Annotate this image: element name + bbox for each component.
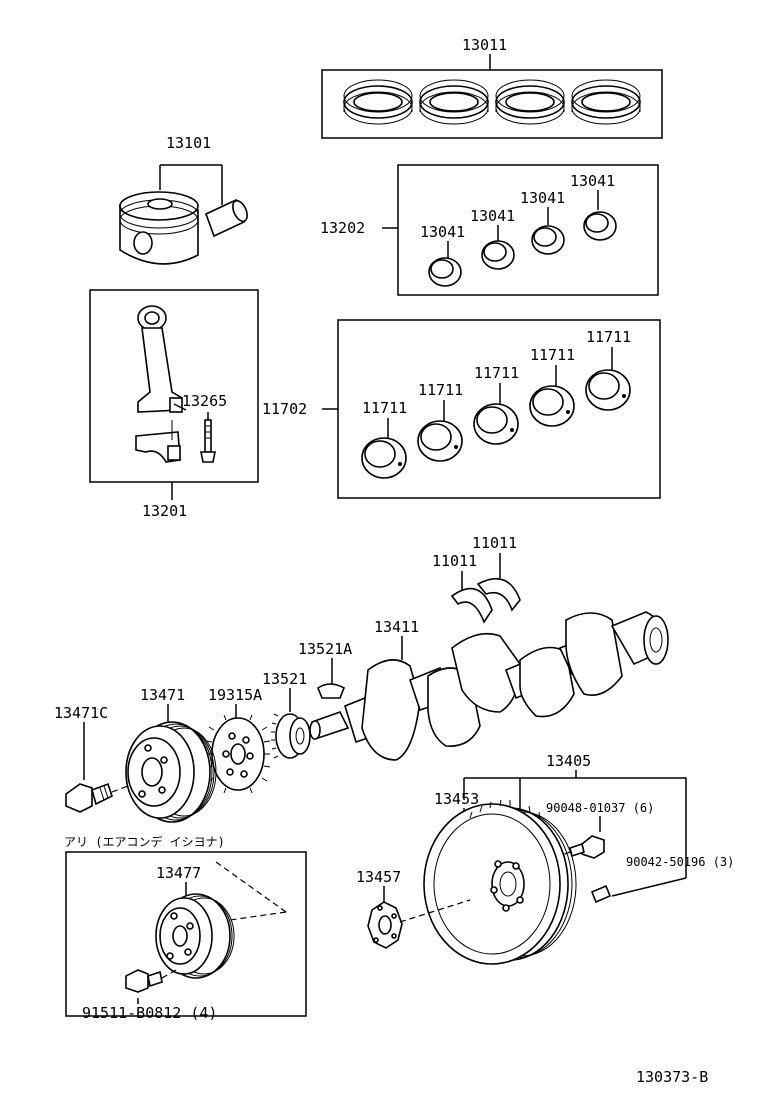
label-11711-b: 11711 [418, 381, 463, 399]
crankshaft-drawing [309, 611, 669, 761]
label-11711-d: 11711 [530, 346, 575, 364]
crank-pulley-drawing [125, 721, 217, 823]
label-13453: 13453 [434, 790, 479, 808]
label-13011: 13011 [462, 36, 507, 54]
ac-pulley-box [65, 851, 307, 1017]
thrust-washer-a [450, 587, 493, 624]
label-13405: 13405 [546, 752, 591, 770]
ac-pulley-group: アリ (エアコンデ イシヨナ) 13477 91511-B0812 (4) [64, 834, 307, 1022]
piston-ring-stacks [343, 79, 641, 125]
piston-rings-group: 13011 [321, 36, 663, 139]
conrod-bolt-drawing [200, 412, 216, 463]
label-13477: 13477 [156, 864, 201, 882]
label-13201: 13201 [142, 502, 187, 520]
diagram-id: 130373-B [636, 1068, 708, 1086]
label-11011-b: 11011 [472, 534, 517, 552]
label-13521: 13521 [262, 670, 307, 688]
thrust-washer-group: 11011 11011 [432, 534, 521, 624]
main-bearing-group: 11702 11711 11711 11711 11711 11711 [262, 319, 661, 499]
flywheel-plate-drawing [367, 901, 403, 949]
label-13521A: 13521A [298, 640, 352, 658]
piston-rings-box [321, 69, 663, 139]
label-13041-b: 13041 [470, 207, 515, 225]
crank-pulley-group: 13471 13471C [54, 686, 217, 823]
flywheel-bolt-drawing [569, 835, 605, 859]
piston-drawing [119, 191, 199, 265]
timing-parts-group: 13521A 13521 19315A [205, 640, 352, 794]
crank-pulley-bolt [65, 782, 113, 813]
ac-note: アリ (エアコンデ イシヨナ) [64, 834, 225, 849]
ac-pulley-drawing [155, 893, 235, 979]
label-11711-a: 11711 [362, 399, 407, 417]
flywheel-drawing [423, 799, 577, 965]
dowel-pin-drawing [590, 884, 612, 904]
label-13202: 13202 [320, 219, 365, 237]
label-11011-a: 11011 [432, 552, 477, 570]
piston-group: 13101 [119, 134, 248, 265]
label-13457: 13457 [356, 868, 401, 886]
label-13101: 13101 [166, 134, 211, 152]
crankshaft-timing-gear [271, 713, 311, 759]
label-11711-e: 11711 [586, 328, 631, 346]
label-13411: 13411 [374, 618, 419, 636]
timing-signal-plate [205, 714, 271, 794]
conrod-bearing-group: 13202 13041 13041 13041 13041 [320, 164, 659, 296]
conrod-bearing-box [397, 164, 659, 296]
label-13041-a: 13041 [420, 223, 465, 241]
main-bearing-box [337, 319, 661, 499]
label-11711-c: 11711 [474, 364, 519, 382]
label-13471: 13471 [140, 686, 185, 704]
piston-pin [204, 198, 248, 238]
main-bearing-shells [361, 369, 631, 479]
connecting-rod-group: 13265 13201 [89, 289, 259, 520]
label-90042-50196: 90042-50196 (3) [626, 855, 734, 869]
ac-pulley-bolt-drawing [125, 969, 163, 993]
label-13041-d: 13041 [570, 172, 615, 190]
connecting-rod-box [89, 289, 259, 483]
thrust-washer-b [476, 577, 521, 612]
label-13041-c: 13041 [520, 189, 565, 207]
label-13471C: 13471C [54, 704, 108, 722]
crankshaft-group: 13411 [309, 611, 669, 761]
flywheel-group: 13405 13453 90048-01037 (6) 90042-50196 … [356, 752, 734, 965]
connecting-rod-drawing [135, 305, 187, 463]
label-19315A: 19315A [208, 686, 262, 704]
label-13265: 13265 [182, 392, 227, 410]
conrod-bearing-shells [428, 211, 617, 287]
label-90048-01037: 90048-01037 (6) [546, 801, 654, 815]
label-91511-B0812: 91511-B0812 (4) [82, 1004, 217, 1022]
woodruff-key [317, 683, 346, 699]
label-11702: 11702 [262, 400, 307, 418]
